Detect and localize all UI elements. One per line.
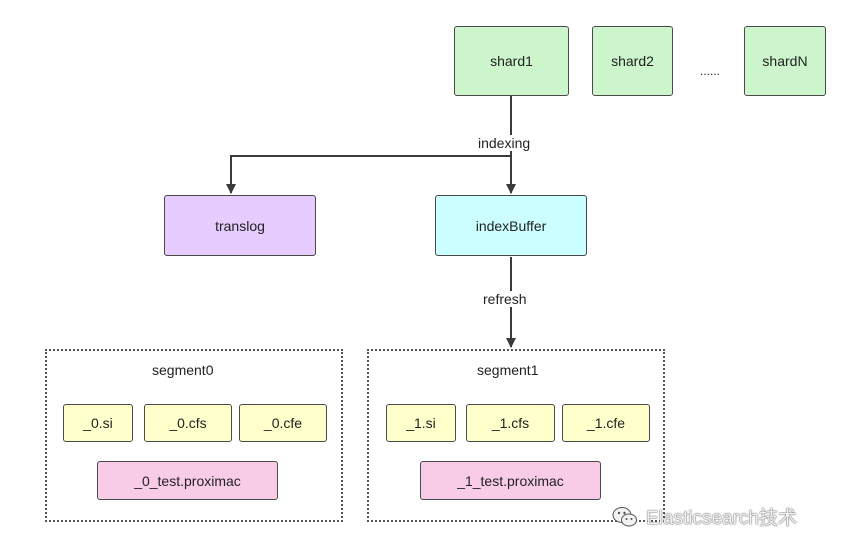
watermark-text: Elasticsearch技术 (646, 508, 797, 529)
index-buffer-node: indexBuffer (435, 195, 587, 256)
refresh-label: refresh (481, 291, 529, 307)
segment1-cfe-file: _1.cfe (562, 404, 650, 442)
shard-2-node: shard2 (592, 26, 673, 96)
wechat-icon (612, 506, 637, 526)
segment1-title: segment1 (477, 362, 539, 378)
segment1-cfs-file: _1.cfs (466, 404, 555, 442)
translog-arrow (226, 155, 511, 194)
translog-node: translog (164, 195, 316, 256)
segment0-cfs-file: _0.cfs (144, 404, 232, 442)
shard-1-node: shard1 (454, 26, 569, 96)
segment0-title: segment0 (152, 362, 214, 378)
segment0-test-file: _0_test.proximac (97, 461, 278, 500)
indexing-label: indexing (476, 135, 533, 151)
watermark: Elasticsearch技术 (612, 503, 797, 530)
segment1-test-file: _1_test.proximac (420, 461, 601, 500)
segment0-cfe-file: _0.cfe (239, 404, 327, 442)
segment1-group (367, 349, 665, 522)
shard-n-node: shardN (744, 26, 826, 96)
segment1-si-file: _1.si (386, 404, 456, 442)
segment0-si-file: _0.si (63, 404, 133, 442)
shard-ellipsis: ...... (700, 64, 721, 78)
segment0-group (45, 349, 343, 522)
